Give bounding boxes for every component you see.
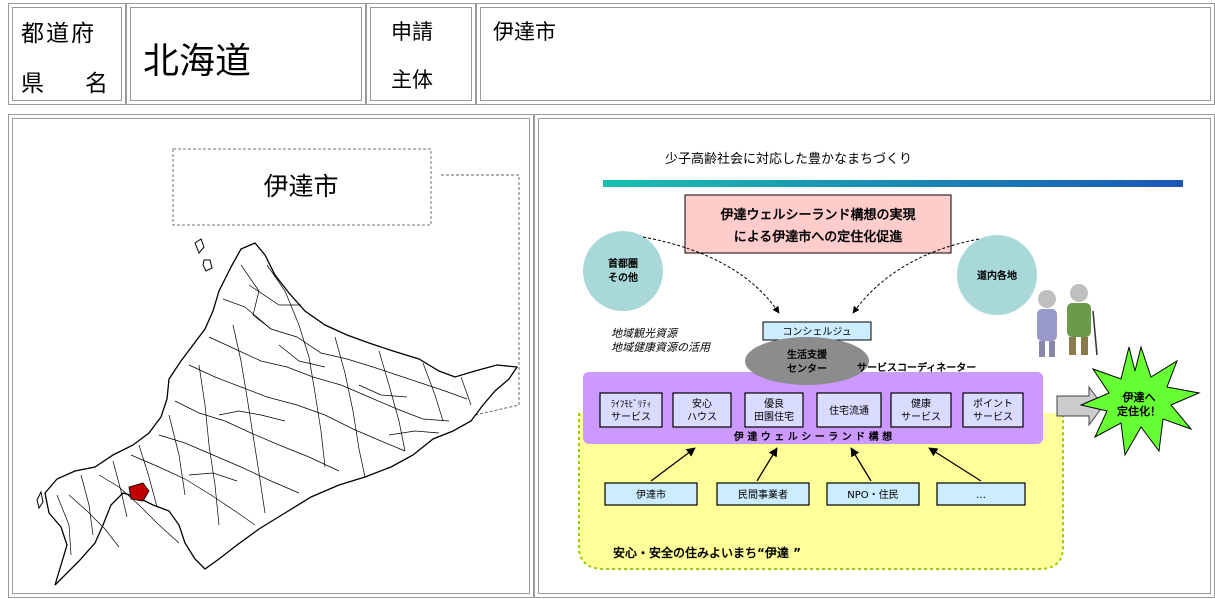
arrow-actor-2 — [756, 447, 778, 482]
origin-left-line1: 首都圏 — [608, 257, 638, 270]
actor-box-2 — [716, 482, 810, 506]
callout-label: 伊達市 — [263, 172, 338, 201]
okushiri-island — [36, 490, 44, 510]
diagram-title: 少子高齢社会に対応した豊かなまちづくり — [665, 151, 912, 167]
service-box-6 — [962, 392, 1024, 428]
rebun-island — [202, 259, 213, 272]
slogan: 安心・安全の住みよいまち“伊達 ” — [613, 545, 801, 560]
service-6-line2: サービス — [973, 411, 1013, 423]
concierge-label: コンシェルジュ — [782, 327, 851, 338]
callout-box — [172, 148, 432, 226]
applicant-value-cell: 伊達市 — [476, 3, 1215, 105]
service-3-line2: 田園住宅 — [754, 410, 794, 423]
applicant-name: 伊達市 — [493, 20, 556, 44]
actor-arrows — [650, 447, 982, 482]
service-5-line2: サービス — [901, 411, 941, 423]
elderly-couple-illustration — [1037, 284, 1098, 357]
pref-value-cell: 北海道 — [126, 3, 366, 105]
service-box-2 — [672, 392, 732, 428]
diagram-panel: 少子高齢社会に対応した豊かなまちづくり 伊達ウェルシーランド構想の実現 による伊… — [534, 114, 1215, 598]
arrow-actor-3 — [850, 447, 872, 482]
date-city-highlight — [128, 482, 150, 502]
concept-diagram: 少子高齢社会に対応した豊かなまちづくり 伊達ウェルシーランド構想の実現 による伊… — [578, 151, 1201, 570]
actor-box-4 — [936, 482, 1026, 506]
actor-4-label: … — [976, 490, 986, 501]
actor-3-label: NPO・住民 — [847, 488, 898, 501]
resources-line2: 地域健康資源の活用 — [611, 341, 711, 354]
prefecture-name: 北海道 — [143, 41, 252, 82]
service-box-4 — [816, 392, 882, 428]
origin-left-circle — [583, 231, 663, 311]
settlement-burst — [1079, 345, 1201, 457]
actor-1-label: 伊達市 — [636, 488, 666, 501]
goal-line1: 伊達ウェルシーランド構想の実現 — [719, 207, 915, 223]
service-box-1 — [599, 392, 663, 428]
service-1-line1: ﾗｲﾌﾓﾋﾞﾘﾃｨ — [611, 399, 652, 410]
municipal-boundaries — [56, 264, 472, 556]
origin-right-label: 道内各地 — [977, 269, 1017, 282]
actor-box-3 — [826, 482, 920, 506]
applicant-label-line2: 主体 — [391, 68, 433, 92]
actor-box-1 — [604, 482, 698, 506]
pref-label-cell: 都道府 県 名 — [8, 3, 126, 105]
map-panel: 伊達市 — [8, 114, 534, 598]
concept-name: 伊 達 ウ ェ ル シ ー ラ ン ド 構 想 — [733, 430, 892, 443]
service-1-line2: サービス — [611, 411, 651, 423]
service-5-line1: 健康 — [911, 397, 931, 410]
service-6-line1: ポイント — [973, 398, 1013, 410]
big-right-arrow — [1056, 385, 1104, 427]
goal-line2: による伊達市への定住化促進 — [734, 229, 903, 245]
service-2-line1: 安心 — [692, 397, 712, 410]
hokkaido-outline — [44, 242, 519, 586]
origin-left-line2: その他 — [608, 271, 638, 284]
service-2-line2: ハウス — [687, 411, 717, 423]
rishiri-island — [194, 238, 205, 254]
service-3-line1: 優良 — [764, 397, 784, 410]
arrow-actor-4 — [928, 447, 982, 482]
service-box-5 — [890, 392, 952, 428]
yellow-community-area — [578, 413, 1064, 570]
coordinator-label: サービスコーディネーター — [857, 361, 976, 374]
hokkaido-map: 伊達市 — [36, 148, 520, 586]
actor-2-label: 民間事業者 — [738, 488, 788, 501]
resources-line1: 地域観光資源 — [611, 327, 679, 340]
applicant-label-line1: 申請 — [391, 20, 433, 44]
service-boxes: ﾗｲﾌﾓﾋﾞﾘﾃｨ サービス 安心 ハウス 優良 田園住宅 住宅流通 健康 サー… — [599, 392, 1024, 428]
pref-label-line2-b: 名 — [85, 71, 108, 97]
center-line1: 生活支援 — [787, 348, 828, 361]
title-gradient-bar — [603, 180, 1183, 187]
burst-line1: 伊達へ — [1122, 390, 1156, 404]
arrow-left-to-concierge — [642, 236, 780, 314]
goal-box — [684, 194, 952, 254]
origin-right-circle — [957, 235, 1037, 315]
applicant-label-cell: 申請 主体 — [366, 3, 476, 105]
pref-label-line2-a: 県 — [21, 71, 44, 97]
arrow-actor-1 — [650, 447, 696, 482]
pref-label-line1: 都道府 — [21, 21, 96, 47]
service-4-line1: 住宅流通 — [829, 404, 869, 417]
service-box-3 — [744, 392, 804, 428]
burst-line2: 定住化！ — [1117, 404, 1161, 418]
center-line2: センター — [787, 363, 827, 375]
support-center-blob — [745, 337, 869, 385]
